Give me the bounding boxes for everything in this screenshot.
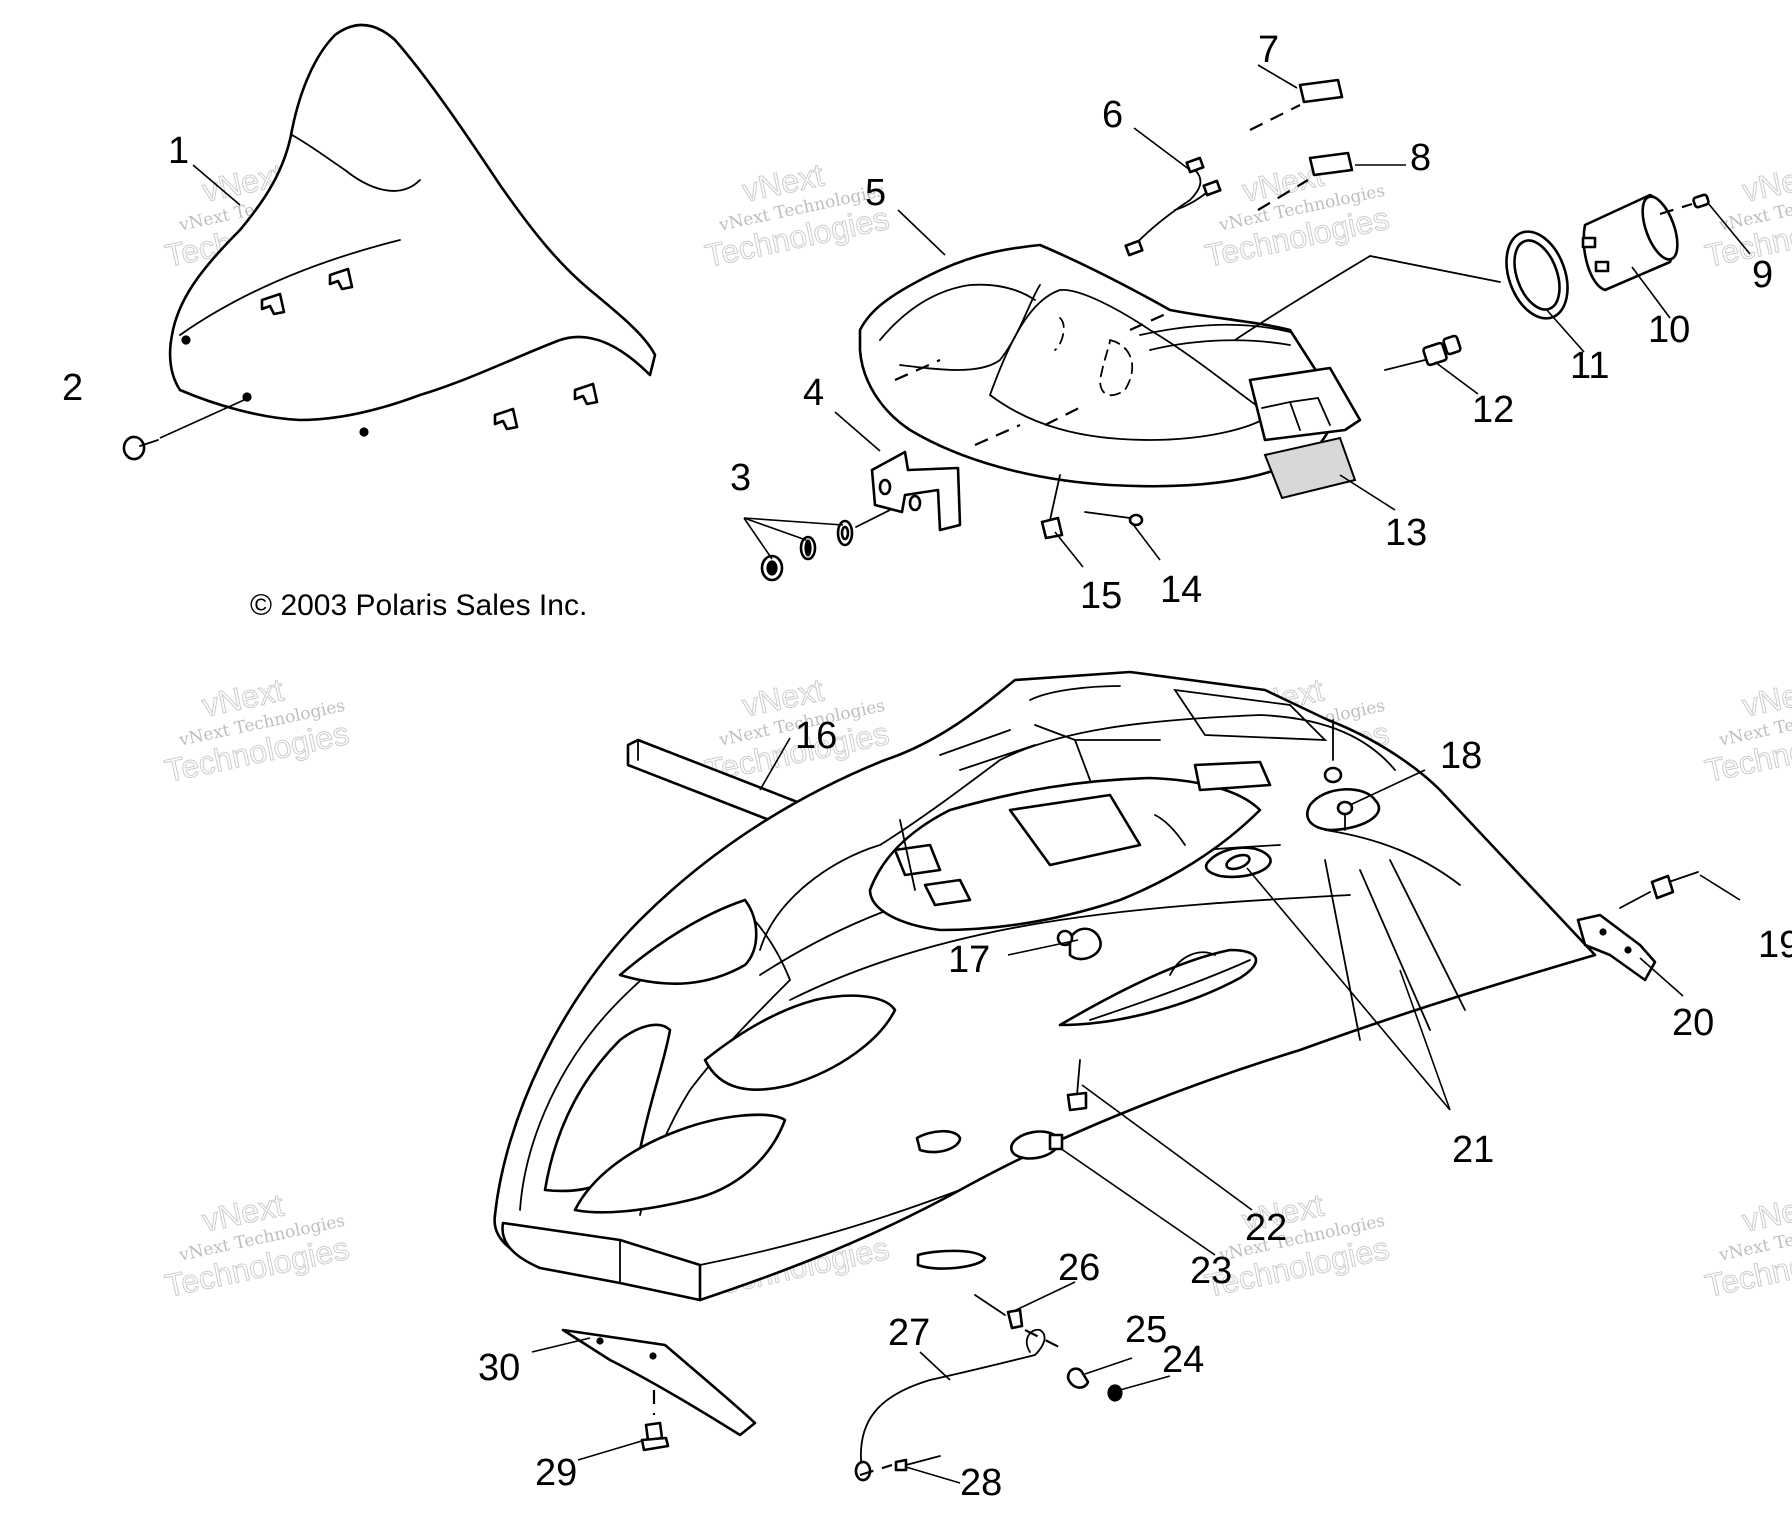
hood-rivet	[1066, 1059, 1088, 1112]
skid-plate	[561, 1328, 757, 1437]
callout-9: 9	[1752, 254, 1773, 296]
cable-bolt	[974, 1294, 1066, 1351]
gauge-wire	[1234, 255, 1501, 341]
gauge-unit	[1581, 193, 1679, 292]
callout-8: 8	[1410, 137, 1431, 179]
windshield	[168, 23, 657, 437]
callout-6: 6	[1102, 94, 1123, 136]
callout-24: 24	[1162, 1339, 1204, 1381]
callout-15: 15	[1080, 575, 1122, 617]
dash-bolt	[1040, 474, 1064, 540]
hood-assembly	[493, 670, 1597, 1302]
callout-30: 30	[478, 1347, 520, 1389]
hood-bolt-top	[1323, 719, 1354, 831]
callout-14: 14	[1160, 569, 1202, 611]
leader-lines	[192, 64, 1751, 1484]
callout-1: 1	[168, 130, 189, 172]
switch-lower	[1257, 151, 1354, 211]
cable-clip	[1066, 1367, 1090, 1389]
callout-12: 12	[1472, 389, 1514, 431]
hood-clamp	[1009, 1130, 1064, 1160]
callout-labels: 1 2 3 4 5 6 7 8 9 10 11 12 13 14 15 16 1…	[62, 29, 1792, 1504]
callout-25: 25	[1125, 1309, 1167, 1351]
switch-upper	[1249, 78, 1344, 131]
wiring-harness	[1124, 156, 1222, 257]
nut-washer-set	[760, 504, 901, 582]
callout-17: 17	[948, 939, 990, 981]
callout-21: 21	[1452, 1129, 1494, 1171]
callout-26: 26	[1058, 1247, 1100, 1289]
copyright-notice: © 2003 Polaris Sales Inc.	[250, 589, 587, 622]
callout-16: 16	[795, 715, 837, 757]
callout-23: 23	[1190, 1250, 1232, 1292]
callout-28: 28	[960, 1462, 1002, 1504]
callout-5: 5	[865, 172, 886, 214]
callout-27: 27	[888, 1312, 930, 1354]
wire-connector	[1384, 334, 1462, 371]
callout-29: 29	[535, 1452, 577, 1494]
callout-3: 3	[730, 457, 751, 499]
callout-7: 7	[1258, 29, 1279, 71]
hood-latch	[1619, 871, 1699, 909]
callout-11: 11	[1570, 345, 1609, 387]
tether-pin	[859, 1455, 941, 1477]
cable-nut	[1107, 1384, 1123, 1402]
callout-19: 19	[1758, 924, 1792, 966]
callout-18: 18	[1440, 735, 1482, 777]
mounting-bracket	[870, 450, 962, 532]
callout-22: 22	[1245, 1207, 1287, 1249]
gauge-ring	[1505, 230, 1569, 320]
tether-cable	[854, 1328, 1046, 1482]
gauge-bulb	[1659, 193, 1710, 216]
callout-10: 10	[1648, 309, 1690, 351]
dash-pin	[1084, 511, 1144, 527]
callout-4: 4	[803, 372, 824, 414]
callout-13: 13	[1385, 512, 1427, 554]
latch-bracket	[1576, 913, 1657, 982]
windshield-screw	[122, 399, 245, 461]
foam-block	[1263, 436, 1357, 500]
skid-plate-screw	[640, 1390, 670, 1452]
dash-console	[858, 243, 1362, 488]
callout-20: 20	[1672, 1002, 1714, 1044]
callout-2: 2	[62, 367, 83, 409]
